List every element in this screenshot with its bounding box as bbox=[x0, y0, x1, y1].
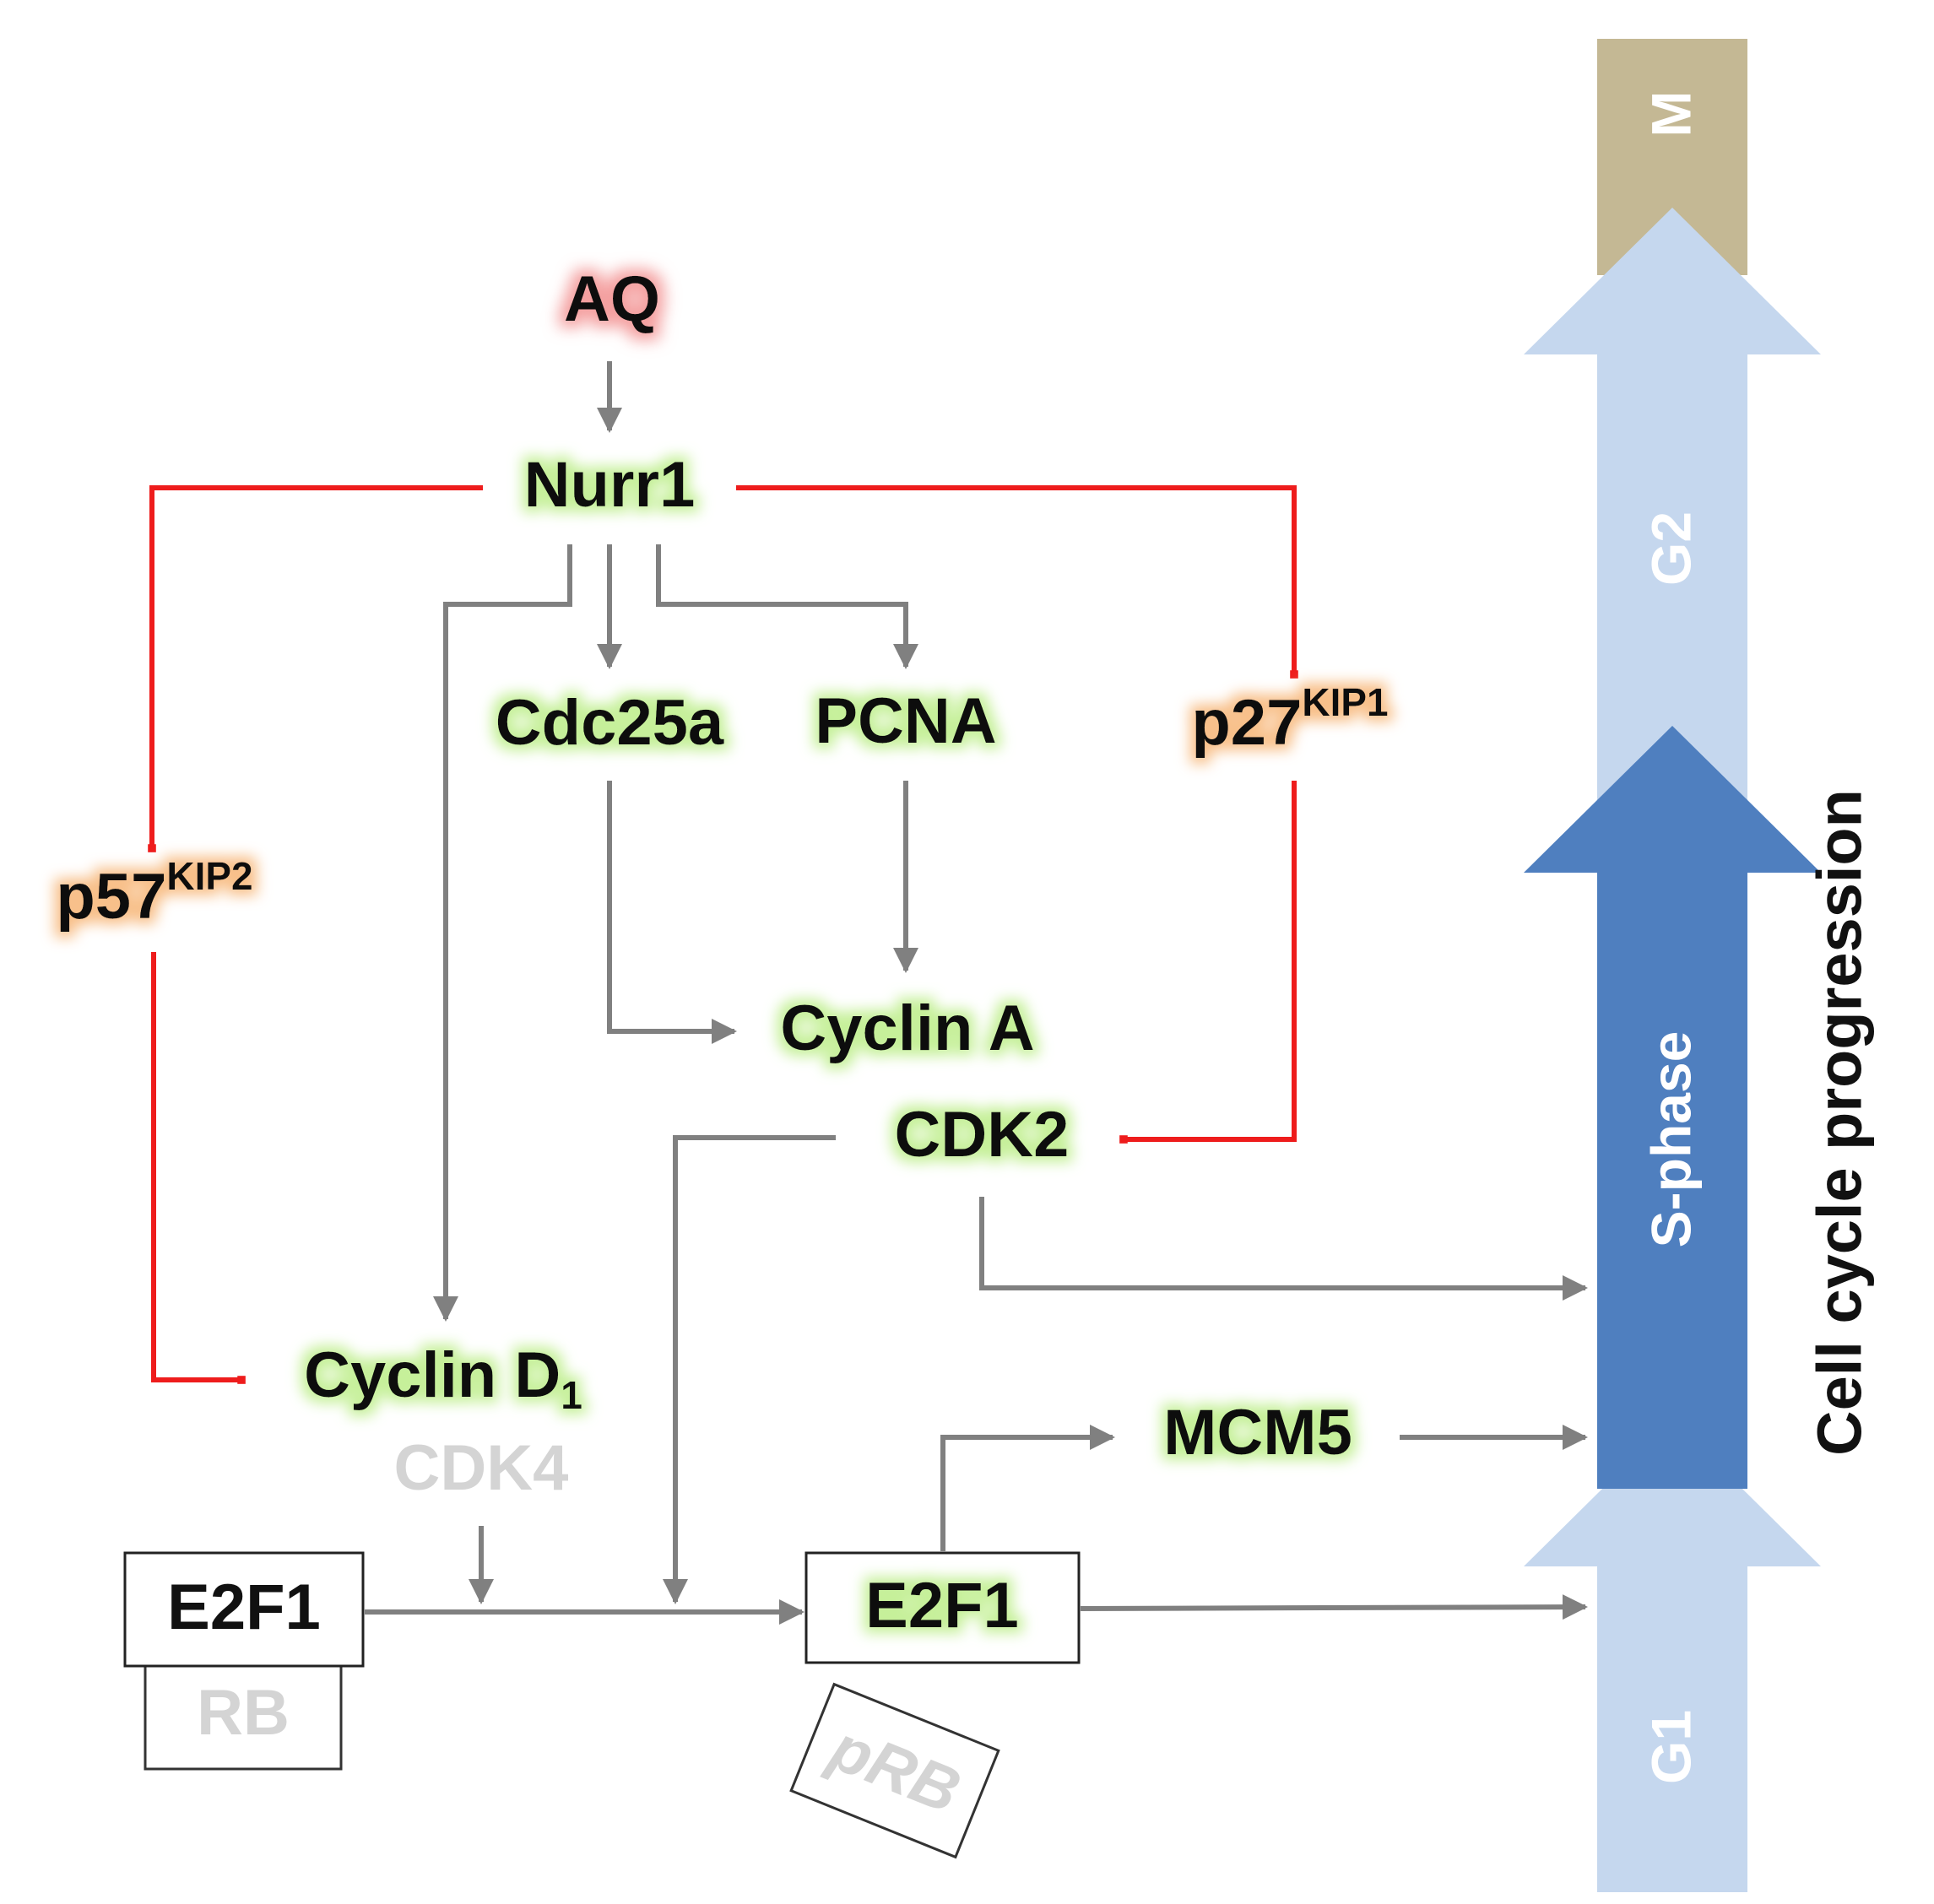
node-cyclin-d-base: Cyclin D bbox=[304, 1339, 561, 1411]
e2f1-right-box bbox=[804, 1551, 1081, 1664]
e2f1-left-box bbox=[123, 1551, 365, 1668]
node-p57-sup: KIP2 bbox=[166, 854, 252, 898]
edge-p27-cdk2 bbox=[1119, 781, 1297, 1144]
edge-cdk2-rb-path bbox=[663, 1135, 836, 1604]
node-p27-base: p27 bbox=[1191, 687, 1302, 759]
phase-g1-arrow bbox=[1524, 1420, 1821, 1892]
node-p57-base: p57 bbox=[56, 861, 166, 933]
phase-m-label: M bbox=[1639, 91, 1702, 138]
node-aq: AQ bbox=[564, 263, 660, 335]
node-e2f1-right: E2F1 bbox=[865, 1570, 1019, 1642]
node-cdk2: CDK2 bbox=[895, 1099, 1070, 1171]
rb-box bbox=[144, 1652, 343, 1771]
node-cyclin-d-sub: 1 bbox=[561, 1373, 582, 1417]
node-cyclin-d: Cyclin D1 bbox=[304, 1339, 582, 1417]
phase-g1-label: G1 bbox=[1639, 1710, 1702, 1784]
node-pcna: PCNA bbox=[815, 685, 996, 757]
node-p27-sup: KIP1 bbox=[1302, 680, 1388, 724]
cell-cycle-column: M G2 S-phase G1 Cell cycle progression bbox=[1524, 39, 1875, 1892]
edge-e2f1-g1 bbox=[1080, 1594, 1588, 1620]
node-p57: p57KIP2 bbox=[56, 854, 252, 933]
phase-g2-label: G2 bbox=[1639, 511, 1702, 586]
node-cdc25a: Cdc25a bbox=[496, 687, 724, 759]
activation-edges bbox=[365, 361, 1588, 1625]
phase-g2-arrow bbox=[1524, 208, 1821, 878]
progression-label: Cell cycle progression bbox=[1805, 789, 1875, 1456]
edge-cdc25a-cyclin-a bbox=[607, 781, 737, 1044]
node-nurr1: Nurr1 bbox=[524, 449, 696, 521]
node-rb: RB bbox=[197, 1677, 290, 1749]
phase-s-label: S-phase bbox=[1639, 1031, 1702, 1248]
edge-p57-cyclin-d bbox=[151, 952, 246, 1384]
prb-box bbox=[789, 1682, 1000, 1859]
edge-e2f1-mcm5 bbox=[940, 1425, 1115, 1551]
node-e2f1-left: E2F1 bbox=[167, 1571, 321, 1643]
edge-nurr1-p27 bbox=[736, 485, 1298, 679]
node-mcm5: MCM5 bbox=[1163, 1397, 1352, 1469]
prb-group: pRB bbox=[789, 1682, 1000, 1859]
node-cdk4: CDK4 bbox=[394, 1432, 569, 1504]
edge-nurr1-p57 bbox=[148, 485, 483, 852]
edge-cdk2-s-phase bbox=[979, 1197, 1588, 1301]
node-cyclin-a: Cyclin A bbox=[780, 993, 1034, 1064]
edge-nurr1-cyclin-d bbox=[433, 544, 572, 1322]
inhibition-edges bbox=[148, 485, 1298, 1384]
phase-s-arrow bbox=[1524, 726, 1821, 1489]
node-p27: p27KIP1 bbox=[1191, 680, 1388, 759]
edge-nurr1-pcna bbox=[656, 544, 918, 669]
